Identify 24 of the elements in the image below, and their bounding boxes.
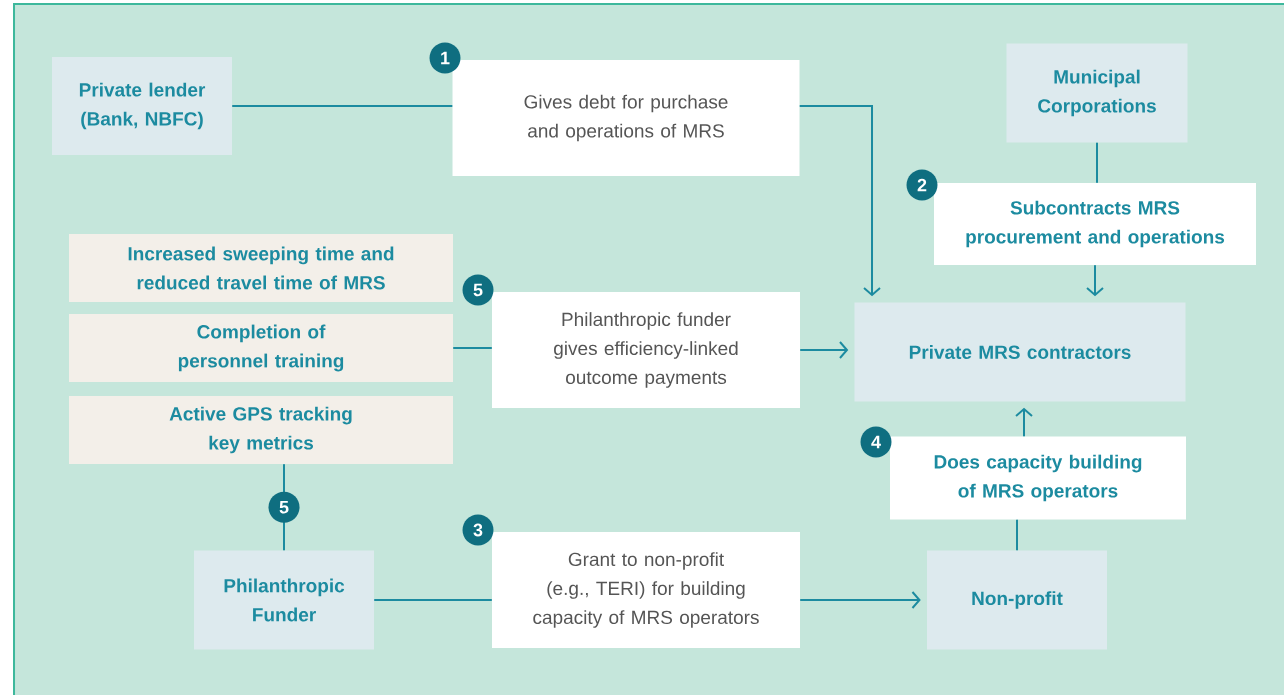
entity-box: Private lender (Bank, NBFC): [52, 57, 232, 155]
outcome-box: Completion of personnel training: [69, 314, 453, 382]
step-number: 1: [429, 42, 461, 74]
flow-box: Subcontracts MRS procurement and operations: [934, 183, 1256, 265]
flow-box: Gives debt for purchase and operations of MRS: [452, 60, 800, 176]
arrow: [1086, 264, 1104, 297]
entity-box: Private MRS contractors: [854, 302, 1186, 402]
step-number: 2: [906, 169, 938, 201]
outcome-box: Active GPS tracking key metrics: [69, 396, 453, 464]
step-number: 4: [860, 426, 892, 458]
flow-box: Philanthropic funder gives efficiency-linked outcome payments: [492, 292, 800, 408]
entity-box: Municipal Corporations: [1006, 43, 1188, 143]
step-number: 5: [462, 274, 494, 306]
edge-label: 5: [268, 491, 300, 523]
flow-box: Grant to non-profit (e.g., TERI) for building capacity of MRS operators: [492, 532, 800, 648]
outcome-box: Increased sweeping time and reduced travel time of MRS: [69, 234, 453, 302]
arrow: [799, 591, 921, 609]
arrow: [1015, 407, 1033, 438]
arrow: [799, 341, 849, 359]
flow-box: Does capacity building of MRS operators: [890, 436, 1186, 520]
step-number: 3: [462, 514, 494, 546]
arrow: [798, 105, 881, 297]
entity-box: Philanthropic Funder: [194, 550, 374, 650]
entity-box: Non-profit: [927, 550, 1107, 650]
